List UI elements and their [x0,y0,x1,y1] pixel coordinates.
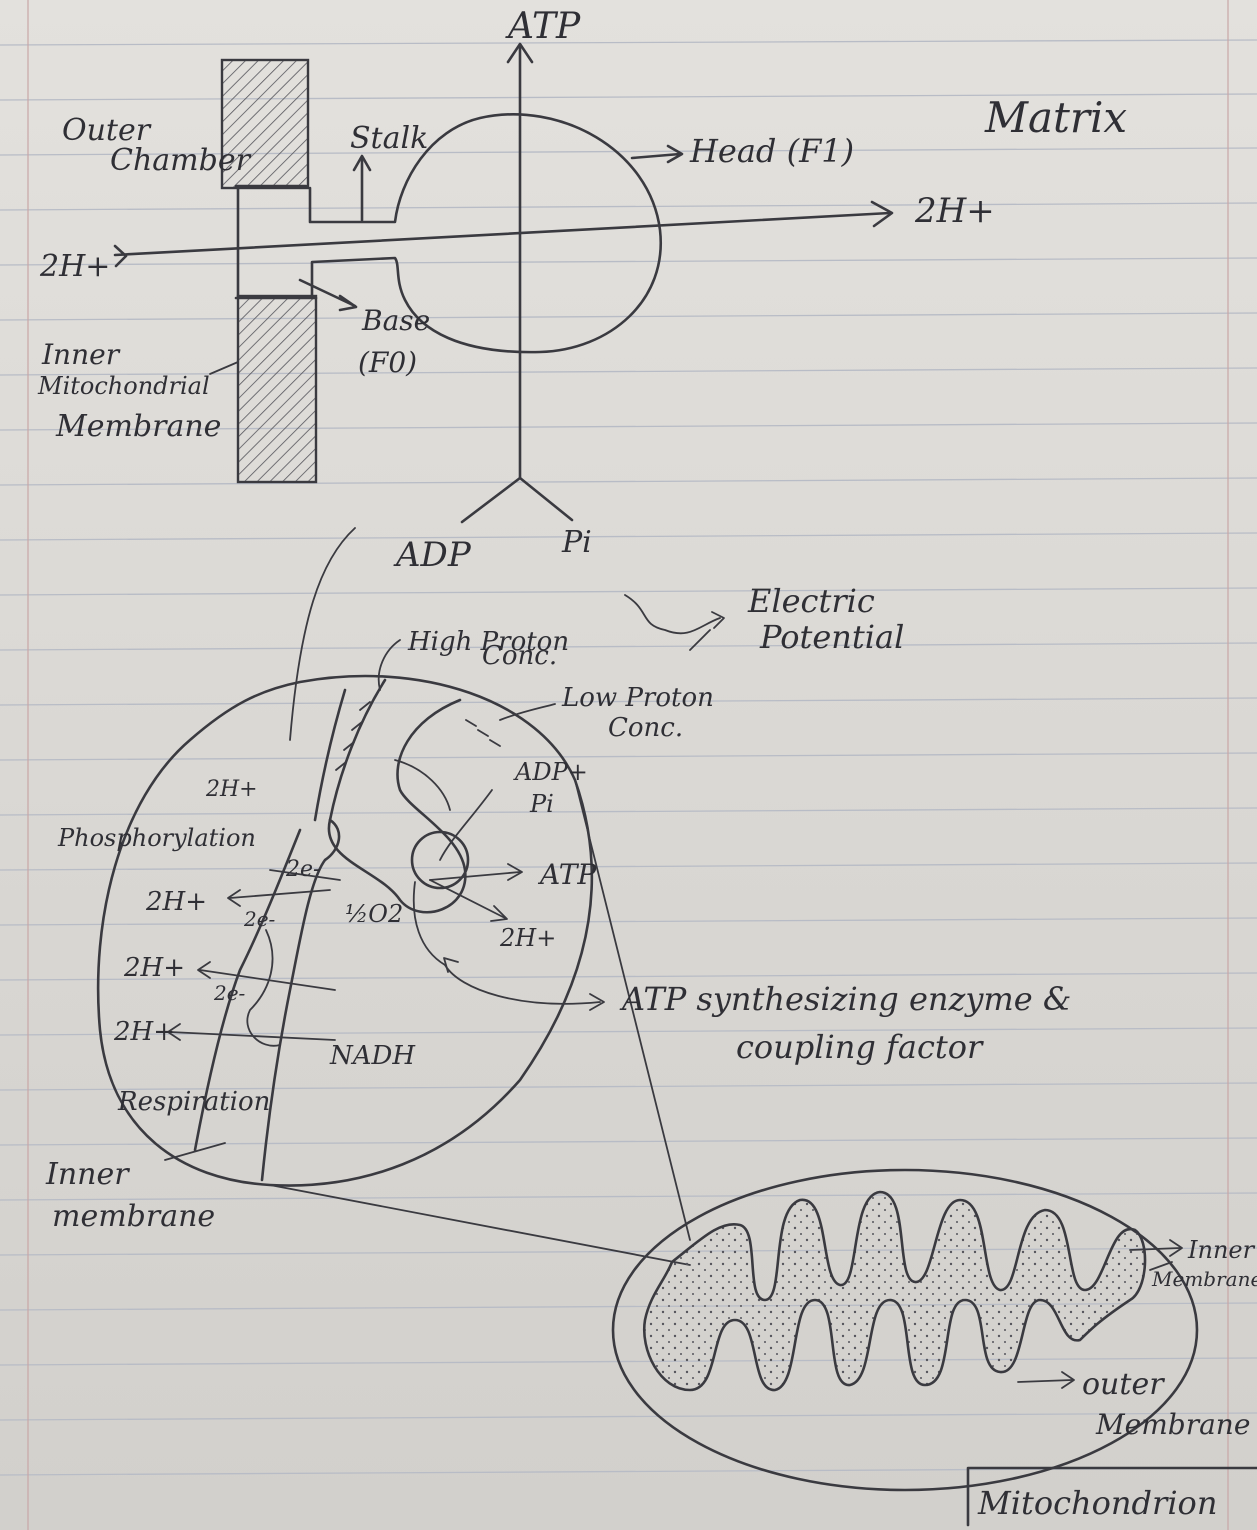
membrane-lower [238,296,316,482]
label-atp-top: ATP [505,6,581,47]
label-2h-right: 2H+ [914,191,995,231]
label-chamber: Chamber [110,143,252,178]
label-adp: ADP [393,535,472,575]
label-mitochondrion-title: Mitochondrion [977,1484,1217,1522]
label-base: Base [361,304,430,337]
label-membrane: Membrane [55,409,221,444]
label-atp-mid: ATP [537,858,597,891]
label-atp-synth: ATP synthesizing enzyme & [619,980,1071,1018]
label-head: Head (F1) [689,132,854,170]
label-2h-out: 2H+ [499,924,556,952]
label-matrix: Matrix [984,93,1127,142]
label-low-proton: Low Proton [561,683,714,713]
label-2e-2: 2e- [243,907,276,931]
label-electric: Electric [747,582,875,620]
label-low-conc: Conc. [608,713,683,743]
label-inner-bottom: Inner [1187,1236,1256,1264]
label-half-o2: ½O2 [345,900,403,928]
label-outer-membrane-bottom: Membrane [1095,1408,1250,1441]
label-2e-3: 2e- [213,981,246,1005]
label-2h-left: 2H+ [39,249,110,284]
label-2h-top: 2H+ [205,777,258,802]
label-2e-1: 2e- [285,857,320,882]
atp-synthase-diagram [115,44,892,522]
label-outer-bottom: outer [1082,1367,1165,1402]
label-respiration: Respiration [117,1087,270,1117]
label-f0: (F0) [358,346,417,379]
label-2h-a: 2H+ [145,887,207,917]
label-pi-mid: Pi [529,790,554,818]
label-2h-c: 2H+ [113,1017,175,1047]
label-inner: Inner [41,338,121,371]
label-phosphorylation: Phosphorylation [57,824,256,852]
label-high-conc: Conc. [482,641,557,671]
mitochondrion-diagram [613,1170,1257,1525]
label-adp-plus: ADP+ [513,758,588,786]
label-mitochondrial: Mitochondrial [37,372,210,400]
label-2h-b: 2H+ [123,953,185,983]
label-potential: Potential [759,618,904,656]
label-membrane-mid: membrane [52,1199,215,1234]
label-stalk: Stalk [350,121,428,156]
label-nadh: NADH [329,1041,416,1071]
label-pi: Pi [561,525,592,560]
label-coupling-factor: coupling factor [736,1028,984,1066]
label-membrane-bottom: Membrane [1151,1267,1257,1291]
label-inner-mid: Inner [45,1157,130,1192]
